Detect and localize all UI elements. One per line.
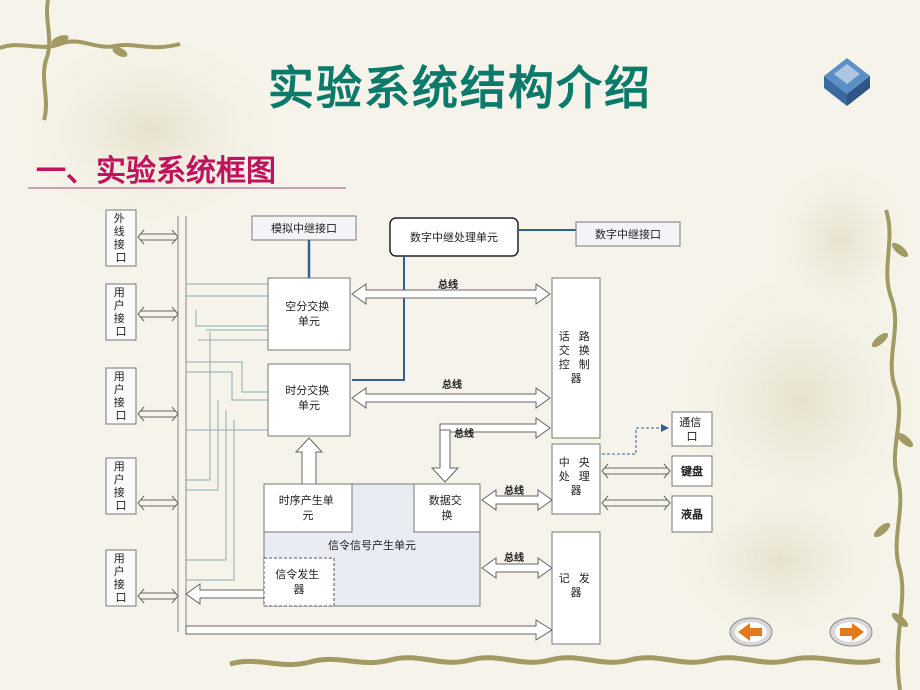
- analog-trunk-interface-box: [251, 215, 357, 241]
- home-icon[interactable]: [820, 54, 874, 112]
- bus-label-2: 总线: [442, 378, 462, 391]
- timing-generator-box: [263, 483, 353, 533]
- user-interface-label-1: 用 户 接 口: [114, 286, 129, 338]
- signal-generator-label: 信令发生 器: [275, 567, 323, 596]
- central-processor-label: 中 央 处 理 器: [559, 456, 594, 497]
- user-interface-label-2: 用 户 接 口: [114, 370, 129, 422]
- forward-arrow-icon[interactable]: [828, 616, 874, 648]
- slide-title: 实验系统结构介绍: [268, 61, 652, 115]
- analog-trunk-interface-label: 模拟中继接口: [271, 221, 337, 235]
- voice-switching-controller-label: 话 路 交 换 控 制 器: [559, 330, 594, 385]
- user-interface-label-3: 用 户 接 口: [114, 460, 129, 512]
- comm-port-label: 通信 口: [679, 416, 705, 443]
- slide-subtitle: 一、实验系统框图: [36, 154, 276, 189]
- user-interface-label-4: 用 户 接 口: [114, 552, 129, 604]
- digital-trunk-interface-box: [575, 221, 681, 247]
- user-interface-box-2: [105, 367, 137, 425]
- central-processor-box: [551, 443, 601, 515]
- dialer-box: [551, 531, 601, 645]
- voice-switching-controller-box: [551, 277, 601, 439]
- space-switch-unit-label: 空分交换 单元: [285, 299, 333, 328]
- lcd-label: 液晶: [681, 507, 703, 521]
- subtitle-underline: [28, 187, 346, 189]
- user-interface-box-1: [105, 283, 137, 341]
- time-switch-unit-box: [267, 363, 351, 437]
- bus-label-1: 总线: [438, 278, 458, 291]
- outer-line-interface-label: 外 线 接 口: [114, 212, 129, 264]
- back-arrow-icon[interactable]: [728, 616, 774, 648]
- signal-generator-box: [263, 557, 335, 607]
- keyboard-box: [671, 455, 713, 487]
- bus-label-3: 总线: [454, 427, 474, 440]
- space-switch-unit-box: [267, 277, 351, 351]
- lcd-box: [671, 495, 713, 533]
- time-switch-unit-label: 时分交换 单元: [285, 383, 333, 412]
- signal-generation-unit-label: 信令信号产生单元: [328, 538, 416, 552]
- keyboard-label: 键盘: [680, 464, 703, 478]
- dialer-label: 记 发 器: [559, 571, 594, 599]
- bus-label-4: 总线: [504, 484, 524, 497]
- data-exchange-box: [413, 483, 481, 533]
- comm-port-box: [671, 411, 713, 447]
- user-interface-box-3: [105, 457, 137, 515]
- digital-trunk-interface-label: 数字中继接口: [595, 227, 661, 241]
- outer-line-interface-box: [105, 209, 137, 267]
- digital-trunk-processing-box: [389, 217, 519, 257]
- user-interface-box-4: [105, 549, 137, 607]
- timing-generator-label: 时序产生单 元: [279, 493, 338, 522]
- bus-label-5: 总线: [504, 551, 524, 564]
- digital-trunk-processing-label: 数字中继处理单元: [410, 230, 498, 244]
- data-exchange-label: 数据交 换: [429, 493, 466, 522]
